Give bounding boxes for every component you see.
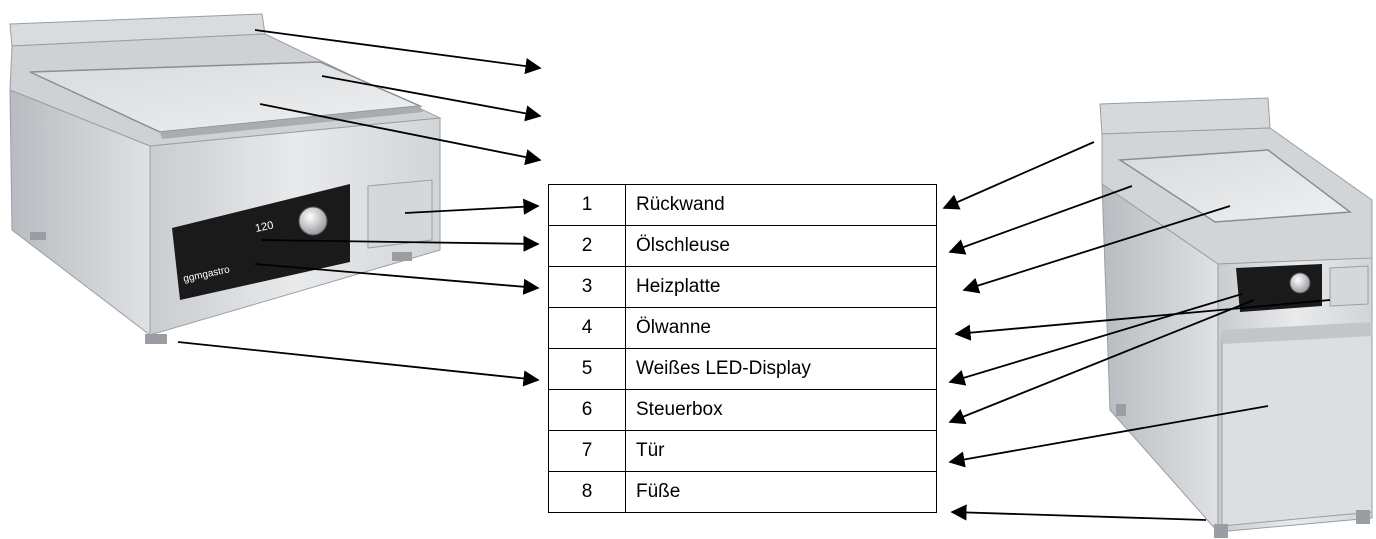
part-number: 4: [548, 307, 626, 349]
right-arrows: [942, 141, 1331, 521]
control-knob-icon[interactable]: [298, 206, 328, 236]
foot: [145, 334, 167, 344]
left-arrows: [177, 29, 542, 387]
floor-griddle-image: [1099, 97, 1373, 538]
part-number: 8: [548, 471, 626, 513]
arrowhead-icon: [254, 29, 542, 75]
door-handle[interactable]: [1222, 322, 1372, 344]
arrowhead-icon: [942, 141, 1095, 210]
door[interactable]: [1221, 329, 1373, 527]
arrowhead-icon: [177, 341, 540, 387]
arrowhead-icon: [948, 293, 1243, 386]
oil-channel: [160, 106, 423, 139]
part-name: Ölschleuse: [625, 225, 937, 267]
part-name: Steuerbox: [625, 389, 937, 431]
arrowhead-icon: [948, 405, 1269, 468]
control-knob-icon[interactable]: [1289, 272, 1311, 294]
part-number: 3: [548, 266, 626, 308]
arrowhead-icon: [259, 103, 542, 166]
arrowhead-icon: [261, 235, 540, 252]
foot: [1116, 404, 1126, 416]
foot: [1214, 524, 1228, 538]
part-number: 7: [548, 430, 626, 472]
arrowhead-icon: [254, 263, 540, 295]
arrowhead-icon: [948, 299, 1255, 425]
part-name: Heizplatte: [625, 266, 937, 308]
arrowhead-icon: [404, 198, 540, 215]
part-name: Tür: [625, 430, 937, 472]
part-name: Ölwanne: [625, 307, 937, 349]
part-number: 5: [548, 348, 626, 390]
part-number: 1: [548, 184, 626, 226]
countertop-griddle-image: ggmgastro 120: [9, 13, 442, 344]
arrowhead-icon: [950, 504, 1207, 521]
arrowhead-icon: [962, 205, 1231, 294]
arrowhead-icon: [948, 185, 1133, 255]
led-display: 120: [254, 219, 274, 235]
foot: [30, 232, 46, 240]
oil-drawer[interactable]: [1329, 265, 1369, 307]
part-number: 6: [548, 389, 626, 431]
part-name: Füße: [625, 471, 937, 513]
arrowhead-icon: [321, 75, 542, 122]
part-name: Weißes LED-Display: [625, 348, 937, 390]
foot: [392, 252, 412, 261]
oil-drawer[interactable]: [367, 179, 433, 249]
part-name: Rückwand: [625, 184, 937, 226]
foot: [1356, 510, 1370, 524]
arrowhead-icon: [954, 299, 1331, 341]
griddle-plate: [1117, 149, 1353, 223]
part-number: 2: [548, 225, 626, 267]
